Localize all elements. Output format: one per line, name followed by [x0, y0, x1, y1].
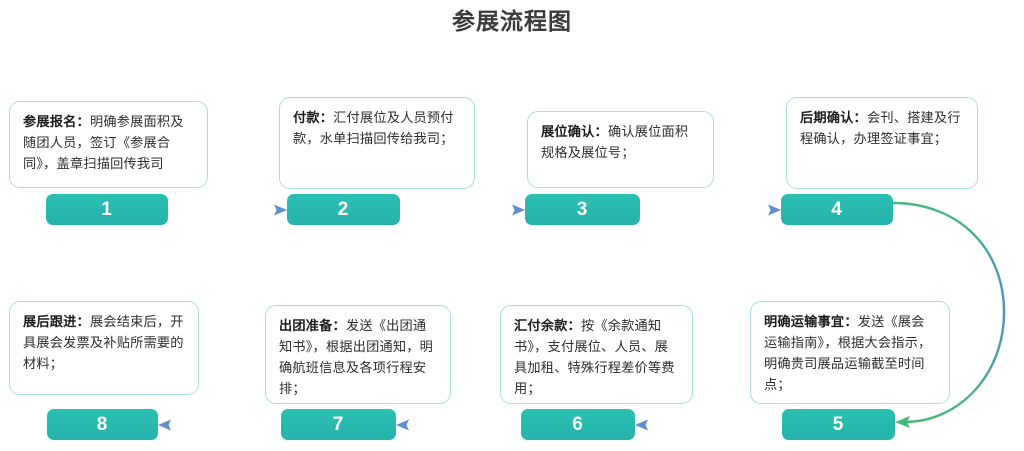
- step-card-6-lead: 汇付余款：: [514, 318, 581, 333]
- arrow-1-to-2: [168, 204, 287, 216]
- step-card-4-lead: 后期确认：: [800, 110, 867, 125]
- step-card-2-body: 汇付展位及人员预付款，水单扫描回传给我司；: [293, 110, 454, 146]
- step-card-2: 付款：汇付展位及人员预付款，水单扫描回传给我司；: [279, 97, 475, 189]
- step-badge-3[interactable]: 3: [525, 194, 640, 225]
- step-badge-4[interactable]: 4: [781, 194, 893, 225]
- step-card-8: 展后跟进：展会结束后，开具展会发票及补贴所需要的材料；: [9, 301, 199, 395]
- step-card-1-body: 明确参展面积及随团人员，签订《参展合同》，盖章扫描回传我司: [23, 114, 184, 171]
- arrow-6-to-7: [396, 419, 521, 431]
- step-badge-8[interactable]: 8: [47, 409, 158, 440]
- step-card-1: 参展报名：明确参展面积及随团人员，签订《参展合同》，盖章扫描回传我司: [9, 101, 208, 188]
- step-badge-6[interactable]: 6: [521, 409, 635, 440]
- step-card-8-body: 展会结束后，开具展会发票及补贴所需要的材料；: [23, 314, 184, 371]
- step-card-3-lead: 展位确认：: [541, 124, 608, 139]
- step-card-4: 后期确认：会刊、搭建及行程确认，办理签证事宜；: [786, 97, 978, 189]
- step-badge-7[interactable]: 7: [281, 409, 396, 440]
- step-badge-2[interactable]: 2: [287, 194, 400, 225]
- step-card-3-body: 确认展位面积规格及展位号；: [541, 124, 689, 160]
- step-card-8-lead: 展后跟进：: [23, 314, 90, 329]
- step-card-4-body: 会刊、搭建及行程确认，办理签证事宜；: [800, 110, 961, 146]
- step-card-7-lead: 出团准备：: [279, 318, 346, 333]
- arrow-2-to-3: [400, 204, 525, 216]
- arrow-7-to-8: [158, 419, 281, 431]
- step-card-2-lead: 付款：: [293, 110, 334, 125]
- step-badge-5[interactable]: 5: [782, 409, 895, 440]
- step-card-6: 汇付余款：按《余款通知书》，支付展位、人员、展具加租、特殊行程差价等费用；: [500, 305, 693, 404]
- step-card-7-body: 发送《出团通知书》，根据出团通知，明确航班信息及各项行程安排；: [279, 318, 434, 396]
- step-card-3: 展位确认：确认展位面积规格及展位号；: [527, 111, 714, 188]
- step-card-7: 出团准备：发送《出团通知书》，根据出团通知，明确航班信息及各项行程安排；: [265, 305, 451, 404]
- step-card-1-lead: 参展报名：: [23, 114, 90, 129]
- arrow-5-to-6: [635, 419, 782, 431]
- page-title: 参展流程图: [452, 8, 572, 34]
- step-card-5: 明确运输事宜：发送《展会运输指南》，根据大会指示，明确贵司展品运输截至时间点；: [750, 301, 950, 404]
- step-card-6-body: 按《余款通知书》，支付展位、人员、展具加租、特殊行程差价等费用；: [514, 318, 675, 396]
- step-card-5-body: 发送《展会运输指南》，根据大会指示，明确贵司展品运输截至时间点；: [764, 314, 932, 392]
- step-card-5-lead: 明确运输事宜：: [764, 314, 858, 329]
- arrow-3-to-4: [640, 204, 781, 216]
- step-badge-1[interactable]: 1: [46, 194, 168, 225]
